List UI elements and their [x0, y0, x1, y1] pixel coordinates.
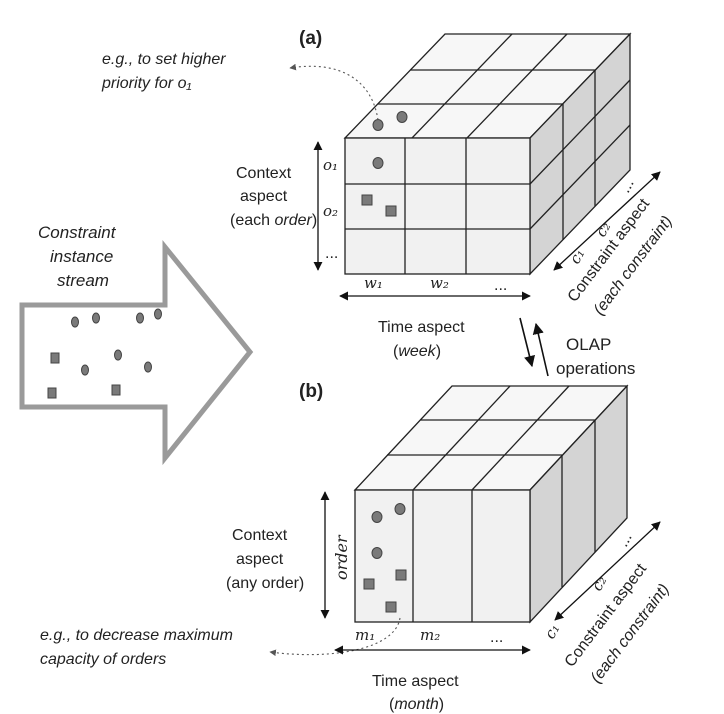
olap-line-2: operations — [556, 359, 635, 378]
note-b-arrow — [269, 617, 401, 657]
context-aspect-b-line-2: aspect — [236, 551, 284, 568]
context-aspect-a-line-3: (each order) — [230, 212, 317, 229]
col-label-m2: m₂ — [420, 626, 440, 644]
olap-line-1: OLAP — [566, 335, 611, 354]
time-unit-a: (week) — [393, 343, 441, 360]
cube-a-markers — [361, 111, 408, 217]
note-b-line-1: e.g., to decrease maximum — [40, 627, 233, 644]
time-aspect-a: Time aspect — [378, 319, 465, 336]
constraint-axis-a — [553, 171, 661, 271]
col-label-ellipsis-b: ... — [490, 629, 503, 646]
stream-arrow — [19, 239, 254, 466]
note-a-line-2: priority for o₁ — [101, 75, 192, 92]
context-aspect-a-line-1: Context — [236, 165, 292, 182]
stream-label-line-3: stream — [57, 271, 109, 290]
cube-b-markers — [363, 503, 407, 613]
col-label-w1: w₁ — [364, 274, 383, 292]
order-vertical-label: order — [332, 534, 351, 580]
time-aspect-b: Time aspect — [372, 673, 459, 690]
depth-label-c2-b: c₂ — [588, 573, 611, 594]
row-label-o1: o₁ — [323, 156, 338, 174]
panel-a-label: (a) — [299, 28, 322, 49]
depth-label-c1-b: c₁ — [541, 621, 564, 642]
time-unit-b: (month) — [389, 696, 444, 713]
row-label-ellipsis: ... — [325, 245, 338, 262]
cube-a — [343, 32, 632, 276]
col-label-ellipsis-a: ... — [494, 277, 507, 294]
note-a-arrow — [289, 63, 379, 121]
note-b-line-2: capacity of orders — [40, 651, 166, 668]
note-a-line-1: e.g., to set higher — [102, 51, 226, 68]
context-aspect-b-line-1: Context — [232, 527, 288, 544]
cube-b — [353, 384, 629, 624]
context-aspect-b-line-3: (any order) — [226, 575, 304, 592]
panel-b-label: (b) — [299, 381, 323, 402]
constraint-axis-b — [554, 521, 661, 621]
depth-label-c1-a: c₁ — [566, 246, 589, 267]
col-label-m1: m₁ — [355, 626, 375, 644]
row-label-o2: o₂ — [323, 202, 338, 220]
olap-arrow-down — [519, 317, 535, 368]
stream-markers — [47, 308, 162, 399]
stream-label-line-2: instance — [50, 247, 113, 266]
context-aspect-a-line-2: aspect — [240, 188, 288, 205]
olap-arrow-up — [532, 322, 549, 377]
stream-label-line-1: Constraint — [38, 223, 117, 242]
col-label-w2: w₂ — [430, 274, 449, 292]
